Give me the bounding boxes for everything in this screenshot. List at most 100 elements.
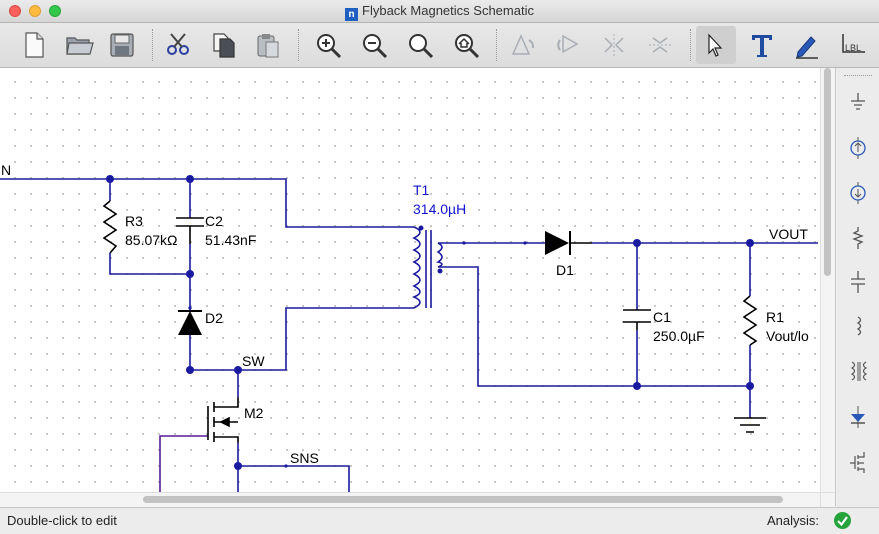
c2-ref-label[interactable]: C2	[205, 213, 223, 229]
scissors-icon	[167, 33, 189, 55]
zoom-in-icon	[317, 34, 342, 59]
wire-input-rail[interactable]	[0, 178, 414, 228]
wire-secondary-return[interactable]	[438, 266, 750, 387]
vertical-scroll-thumb[interactable]	[824, 68, 831, 276]
wire-endpoint	[462, 241, 466, 245]
text-tool-button[interactable]	[744, 26, 780, 64]
m2-ref-label[interactable]: M2	[244, 405, 264, 421]
wire-endpoints	[188, 241, 527, 468]
toolbar-separator	[496, 29, 497, 61]
vertical-scrollbar[interactable]	[820, 68, 835, 492]
c1-ref-label[interactable]: C1	[653, 309, 671, 325]
horizontal-scroll-thumb[interactable]	[143, 496, 783, 503]
capacitor-c1-symbol[interactable]	[623, 309, 651, 330]
wire-sw[interactable]	[238, 307, 414, 371]
cut-button[interactable]	[160, 26, 196, 64]
mosfet-m2-symbol[interactable]	[207, 397, 239, 443]
junction-dot	[746, 239, 754, 247]
palette-resistor-button[interactable]	[842, 220, 874, 254]
palette-voltage-source-button[interactable]	[842, 175, 874, 209]
minimize-window-button[interactable]	[29, 5, 41, 17]
zoom-home-button[interactable]	[448, 26, 484, 64]
zoom-fit-button[interactable]	[402, 26, 438, 64]
open-file-button[interactable]	[60, 26, 96, 64]
t1-ref-label[interactable]: T1	[413, 182, 430, 198]
toolbar-separator	[298, 29, 299, 61]
annotate-tool-button[interactable]	[788, 26, 824, 64]
net-label-sns[interactable]: SNS	[290, 450, 319, 466]
palette-mosfet-button[interactable]	[842, 444, 874, 478]
wire-net	[0, 178, 818, 492]
transformer-t1-symbol[interactable]	[411, 225, 443, 309]
component-palette	[835, 68, 879, 506]
junction-dot	[234, 462, 242, 470]
net-label-input[interactable]: N	[1, 162, 12, 178]
r1-value-label[interactable]: Vout/lo	[766, 328, 809, 344]
mirror-vertical-button[interactable]	[642, 26, 678, 64]
net-label-tool-button[interactable]: LBL	[834, 26, 870, 64]
wire-gate[interactable]	[159, 435, 208, 492]
rotate-cw-icon	[557, 34, 579, 54]
schematic-drawing	[0, 175, 818, 492]
net-label-sw[interactable]: SW	[242, 353, 265, 369]
ground-icon	[851, 93, 865, 110]
new-document-button[interactable]	[16, 26, 52, 64]
current-source-icon	[850, 137, 866, 159]
palette-ground-button[interactable]	[842, 84, 874, 118]
mirror-horizontal-button[interactable]	[596, 26, 632, 64]
r3-value-label[interactable]: 85.07kΩ	[125, 232, 178, 248]
analysis-ok-icon[interactable]	[834, 512, 851, 529]
junction-dot	[234, 366, 242, 374]
junction-dot	[633, 382, 641, 390]
save-file-button[interactable]	[104, 26, 140, 64]
inductor-icon	[856, 316, 862, 336]
c2-value-label[interactable]: 51.43nF	[205, 232, 257, 248]
zoom-window-button[interactable]	[49, 5, 61, 17]
resistor-r3-symbol[interactable]	[102, 200, 118, 254]
palette-diode-button[interactable]	[842, 399, 874, 433]
junction-dot	[186, 366, 194, 374]
wire-c2-d2[interactable]	[189, 179, 238, 371]
resistor-r1-symbol[interactable]	[742, 295, 758, 346]
wire-endpoint	[188, 306, 192, 310]
schematic-canvas[interactable]: N VOUT SW SNS R3 85.07kΩ C2 51.43nF D2 T…	[0, 68, 820, 492]
zoom-in-button[interactable]	[310, 26, 346, 64]
mirror-horizontal-icon	[604, 34, 624, 56]
t1-value-label[interactable]: 314.0µH	[413, 201, 467, 217]
d1-ref-label[interactable]: D1	[556, 262, 574, 278]
wire-endpoint	[523, 241, 527, 245]
ground-symbol[interactable]	[734, 417, 766, 433]
palette-transformer-button[interactable]	[842, 354, 874, 388]
zoom-out-button[interactable]	[356, 26, 392, 64]
paste-button[interactable]	[250, 26, 286, 64]
rotate-cw-button[interactable]	[550, 26, 586, 64]
palette-capacitor-button[interactable]	[842, 264, 874, 298]
r3-ref-label[interactable]: R3	[125, 213, 143, 229]
pointer-arrow-icon	[708, 33, 723, 57]
rotate-ccw-button[interactable]	[504, 26, 540, 64]
c1-value-label[interactable]: 250.0µF	[653, 328, 705, 344]
copy-button[interactable]	[206, 26, 242, 64]
diode-d2-symbol[interactable]	[178, 310, 202, 335]
palette-current-source-button[interactable]	[842, 130, 874, 164]
diode-d1-symbol[interactable]	[545, 231, 592, 255]
junction-dot	[633, 239, 641, 247]
select-tool-button[interactable]	[696, 26, 736, 64]
capacitor-c2-symbol[interactable]	[176, 217, 204, 244]
junction-dot	[186, 270, 194, 278]
close-window-button[interactable]	[9, 5, 21, 17]
net-label-icon: LBL	[842, 34, 865, 53]
svg-text:LBL: LBL	[845, 43, 861, 53]
paste-icon	[257, 34, 279, 58]
net-label-vout[interactable]: VOUT	[769, 226, 808, 242]
palette-grip[interactable]	[844, 75, 872, 76]
palette-inductor-button[interactable]	[842, 309, 874, 343]
junction-dot	[746, 382, 754, 390]
d2-ref-label[interactable]: D2	[205, 310, 223, 326]
app-logo-icon: n	[345, 8, 359, 21]
r1-ref-label[interactable]: R1	[766, 309, 784, 325]
horizontal-scrollbar[interactable]	[0, 492, 820, 507]
